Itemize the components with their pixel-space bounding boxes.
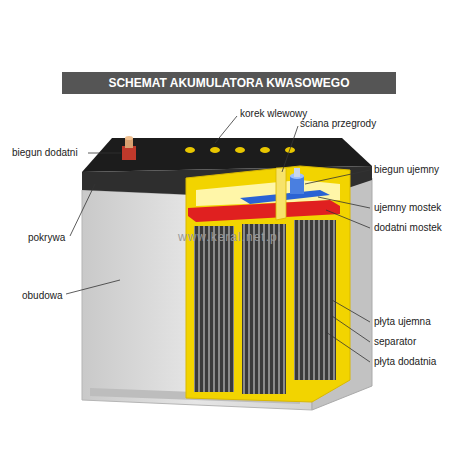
part-label: pokrywa [28,232,65,244]
title: SCHEMAT AKUMULATORA KWASOWEGO [108,76,349,90]
part-label: obudowa [22,290,63,302]
part-label: separator [374,336,416,348]
part-label: ujemny mostek [374,202,441,214]
watermark: www.keral.net.pl [178,230,281,244]
part-label: płyta ujemna [374,316,431,328]
part-label: biegun ujemny [374,164,439,176]
part-label: biegun dodatni [12,147,78,159]
title-band: SCHEMAT AKUMULATORA KWASOWEGO [62,72,396,94]
part-label: korek wlewowy [240,108,307,120]
part-label: dodatni mostek [374,222,442,234]
part-label: ściana przegrody [300,118,376,130]
part-label: płyta dodatnia [374,356,436,368]
